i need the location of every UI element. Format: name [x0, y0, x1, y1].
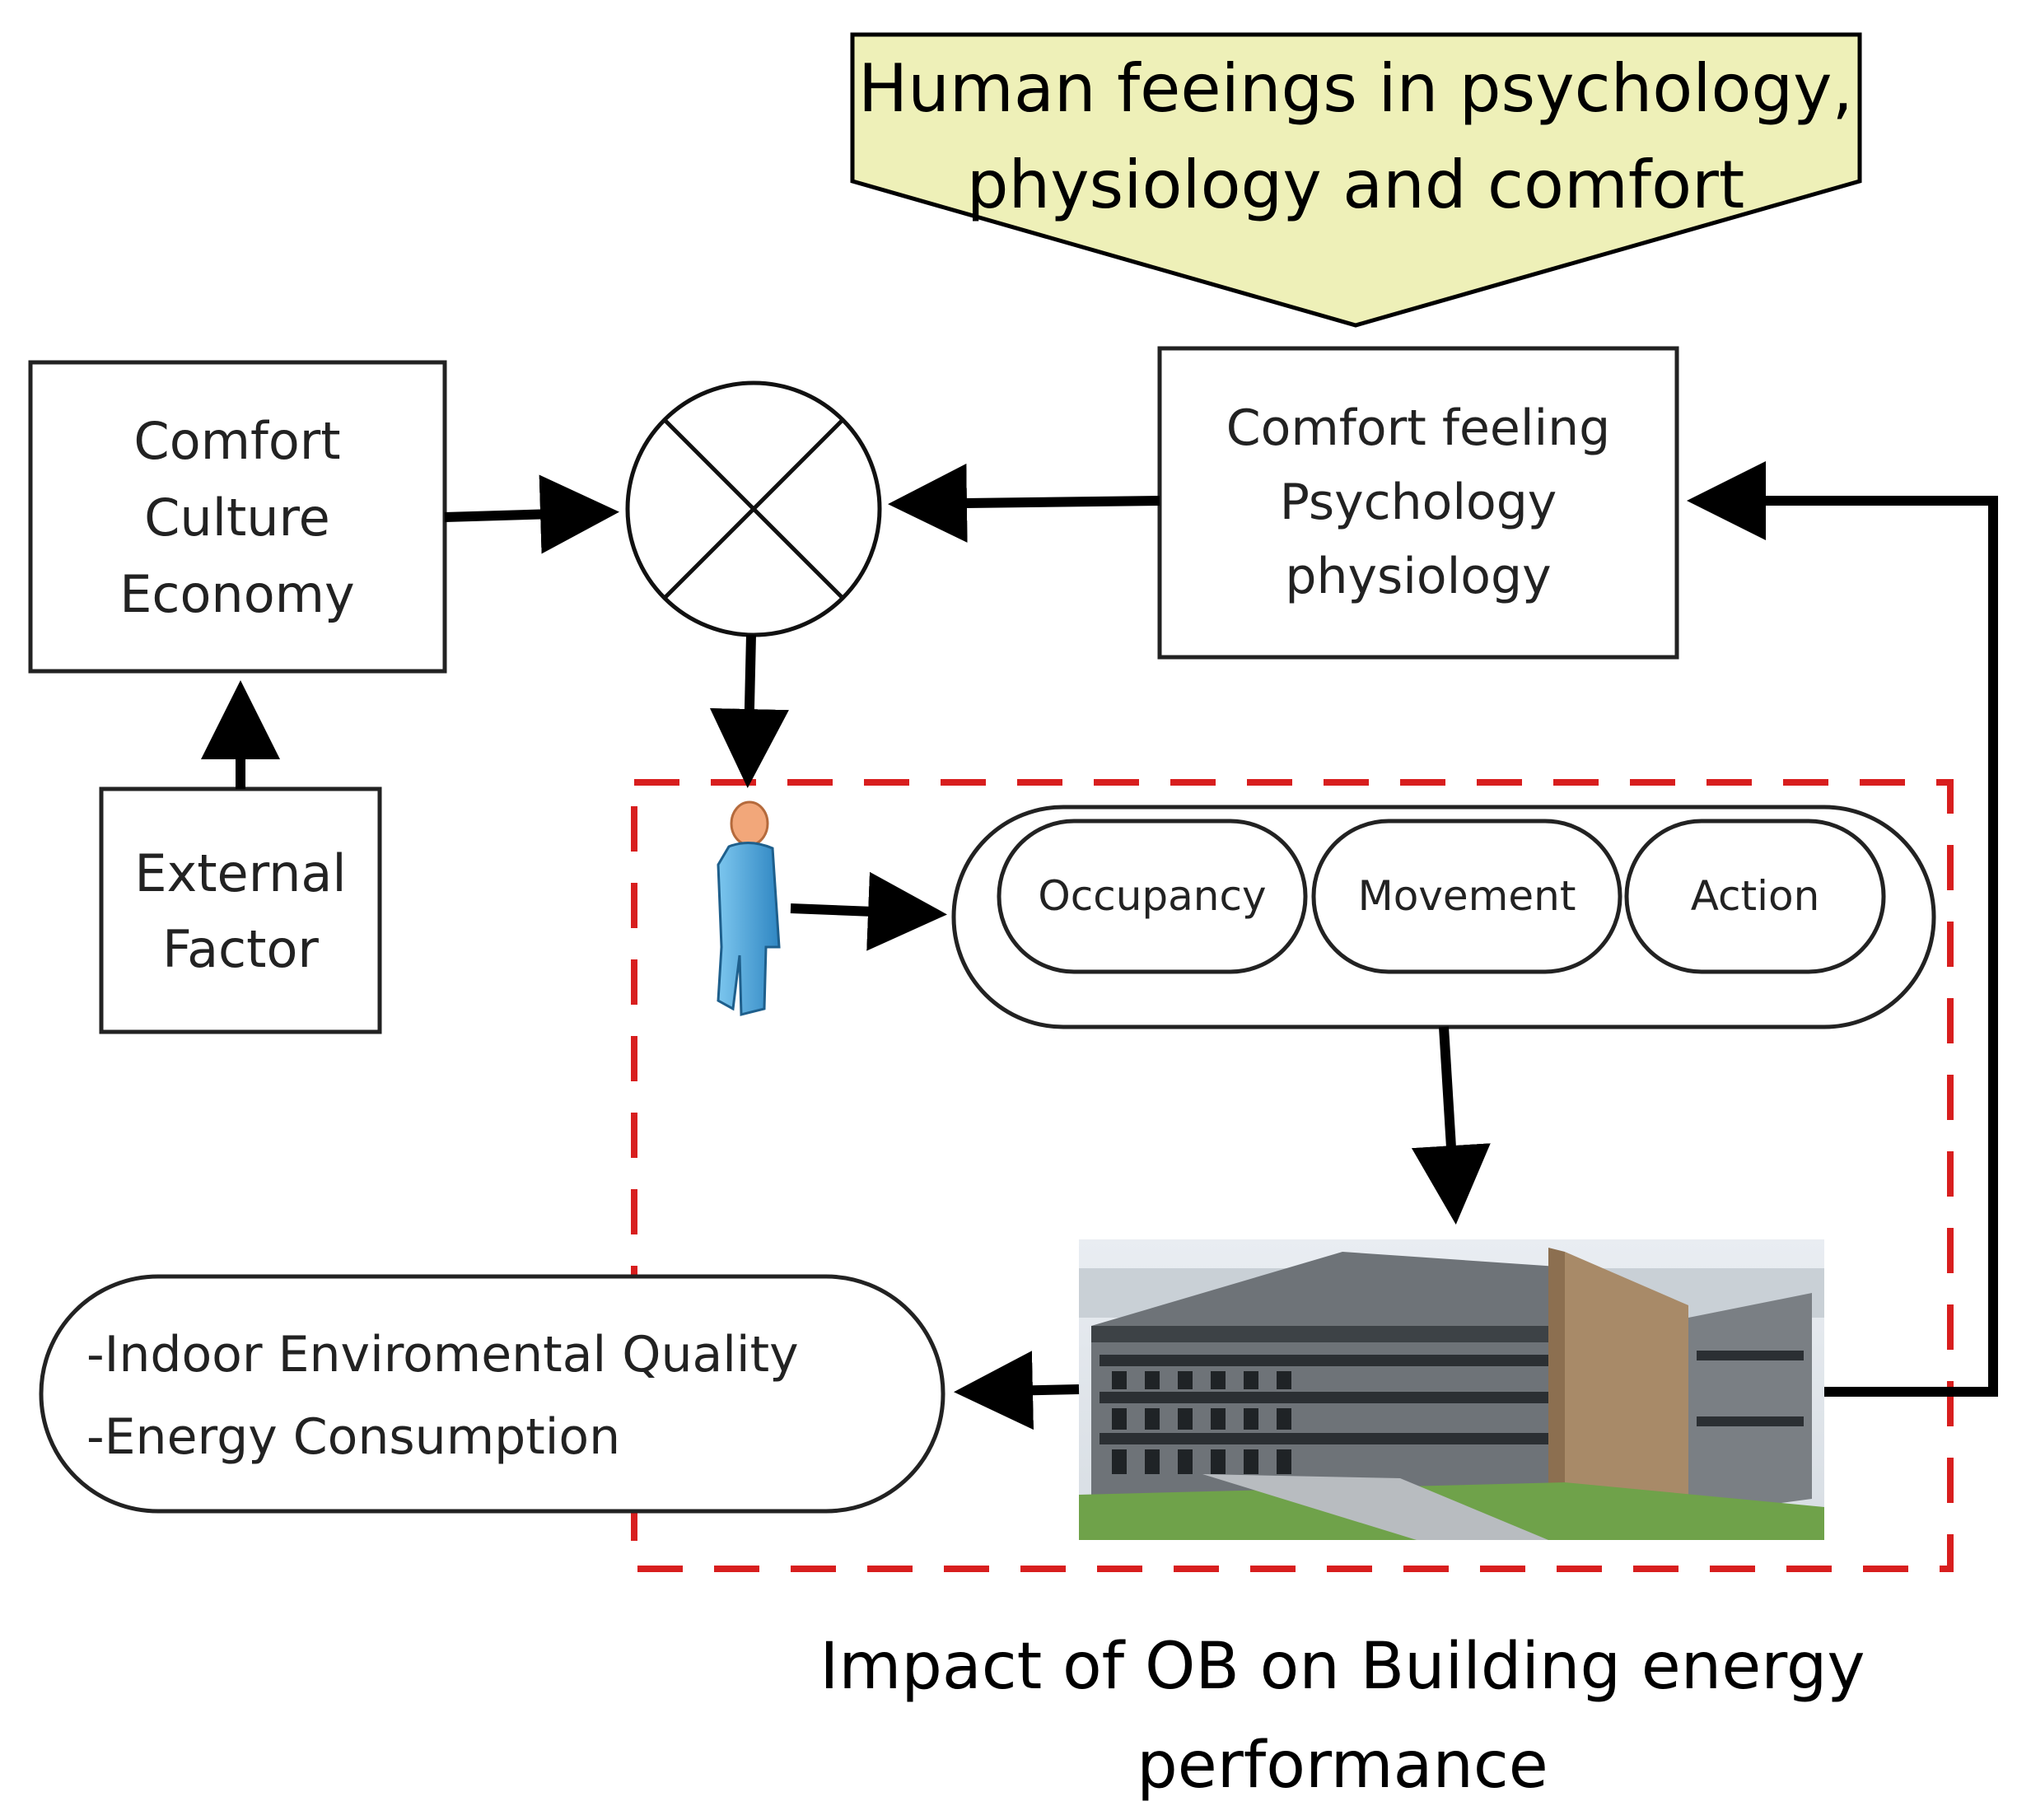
action-pill	[1624, 819, 1886, 974]
arrow-building-to-outcome	[954, 1351, 1080, 1430]
factors-box: Comfort Culture Economy	[28, 360, 447, 674]
callout-shape	[850, 32, 1862, 328]
arrow-factors-to-junction	[444, 474, 619, 554]
callout-text-line1: Human feeings in psychology,	[858, 50, 1853, 127]
feeling-line1: Comfort feeling	[1226, 399, 1611, 457]
multiply-junction-icon	[625, 380, 882, 637]
movement-label: Movement	[1358, 872, 1576, 920]
figure-caption: Impact of OB on Building energy performa…	[819, 1630, 1865, 1803]
movement-pill	[1311, 819, 1622, 974]
person-icon	[717, 800, 781, 1016]
arrow-feeling-to-junction	[888, 463, 1160, 543]
outcome-line1: -Indoor Enviromental Quality	[86, 1326, 799, 1384]
callout-text-line2: physiology and comfort	[967, 147, 1745, 223]
arrows	[201, 461, 1998, 1430]
building-image	[1079, 1239, 1824, 1540]
external-line2: Factor	[162, 919, 319, 979]
arrow-behaviors-to-building	[1411, 1026, 1491, 1225]
caption-line1: Impact of OB on Building energy	[819, 1630, 1865, 1704]
action-label: Action	[1691, 872, 1820, 920]
factors-line1: Comfort	[133, 411, 340, 471]
behaviors-group: Occupancy Movement Action	[951, 805, 1936, 1029]
caption-line2: performance	[1137, 1729, 1548, 1803]
factors-line2: Culture	[144, 488, 330, 548]
arrow-building-to-feeling	[1687, 461, 1998, 1397]
outcome-line2: -Energy Consumption	[86, 1408, 620, 1466]
occupant-behavior-region	[631, 779, 1954, 1572]
occupancy-label: Occupancy	[1038, 872, 1266, 920]
comfort-feeling-box: Comfort feeling Psychology physiology	[1157, 346, 1679, 660]
callout-banner: Human feeings in psychology, physiology …	[850, 32, 1862, 328]
arrow-junction-to-person	[709, 634, 789, 788]
external-line1: External	[134, 843, 346, 903]
external-factor-box: External Factor	[99, 786, 382, 1034]
arrow-person-to-behaviors	[790, 871, 947, 951]
occupancy-pill	[997, 819, 1308, 974]
feeling-line2: Psychology	[1280, 474, 1557, 531]
factors-line3: Economy	[119, 564, 355, 624]
outcome-pill: -Indoor Enviromental Quality -Energy Con…	[39, 1274, 945, 1514]
feeling-line3: physiology	[1285, 548, 1551, 605]
